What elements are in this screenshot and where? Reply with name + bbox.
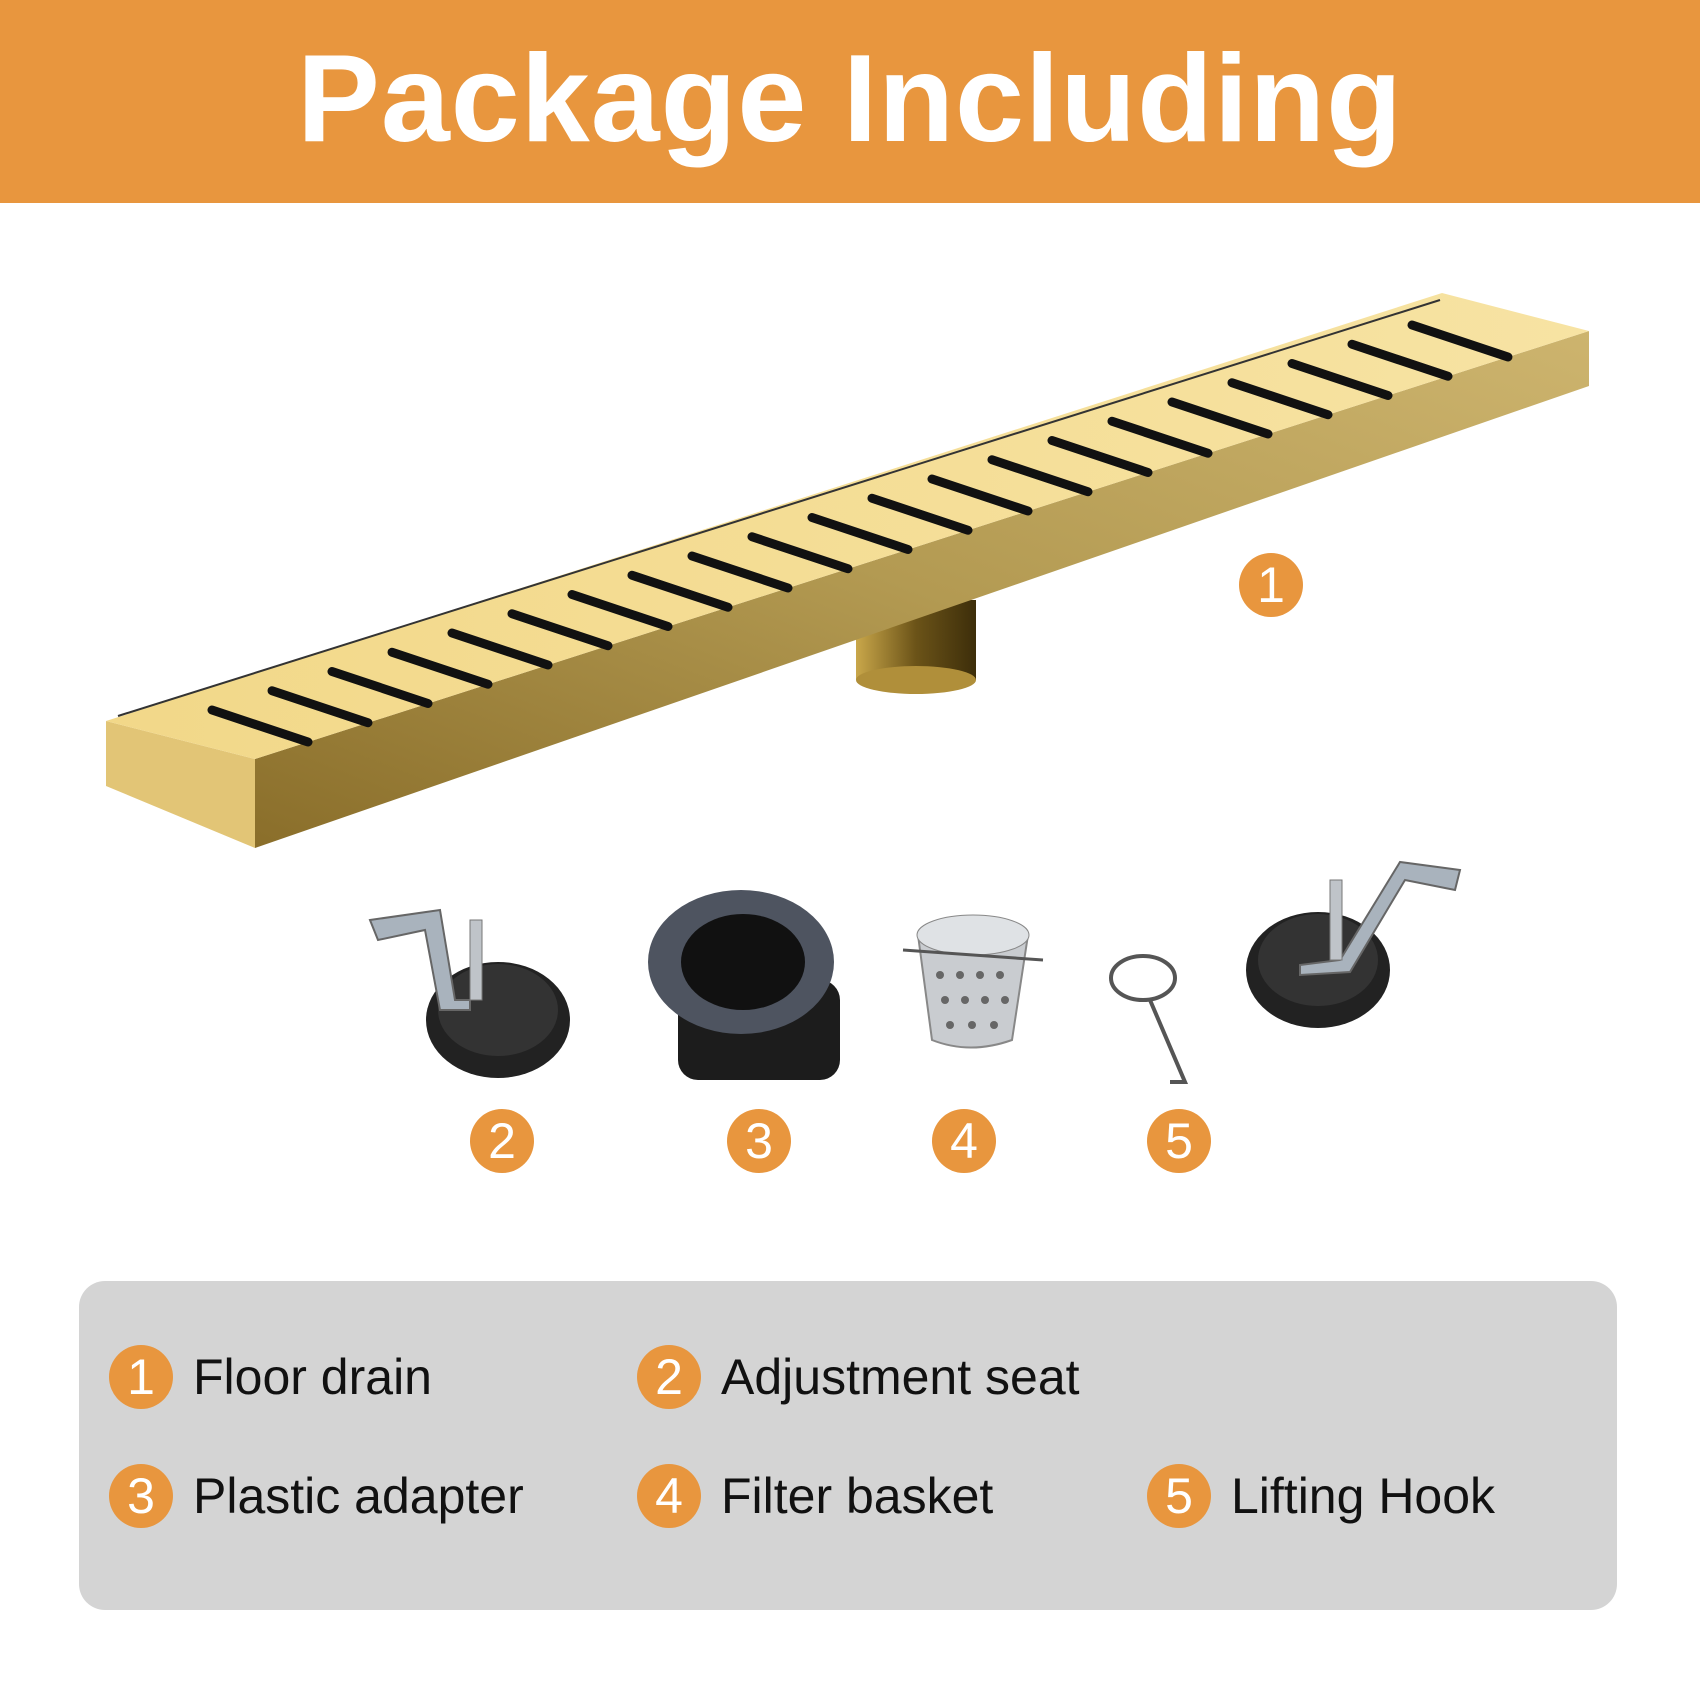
grate-slot	[927, 474, 1033, 516]
plastic-adapter	[648, 890, 840, 1080]
grate-slot	[567, 590, 673, 631]
grate-slot	[867, 493, 973, 535]
legend-number: 4	[637, 1464, 701, 1528]
product-illustration	[106, 293, 1589, 1084]
legend-label: Lifting Hook	[1231, 1468, 1496, 1524]
legend-item: 1 Floor drain	[109, 1345, 432, 1409]
legend-item: 2 Adjustment seat	[637, 1345, 1080, 1409]
grate-slot	[1227, 378, 1333, 420]
grate-slot	[507, 609, 613, 651]
grate-slot	[807, 513, 913, 554]
legend-number: 1	[109, 1345, 173, 1409]
legend-number: 3	[109, 1464, 173, 1528]
legend-number: 5	[1147, 1464, 1211, 1528]
grate-slot	[207, 705, 313, 747]
legend-label: Adjustment seat	[721, 1349, 1080, 1405]
legend-item: 4 Filter basket	[637, 1464, 993, 1528]
badge-filter-basket: 4	[932, 1109, 996, 1173]
grate-slot	[987, 455, 1093, 497]
floor-drain	[106, 293, 1589, 848]
header-banner: Package Including	[0, 0, 1700, 203]
legend-number: 2	[637, 1345, 701, 1409]
grate-slot	[267, 686, 373, 728]
grate-slot	[1167, 397, 1273, 439]
legend-label: Floor drain	[193, 1349, 432, 1405]
grate-slot	[327, 667, 433, 708]
legend-label: Plastic adapter	[193, 1468, 524, 1524]
grate-slot	[1347, 339, 1453, 381]
legend-item: 5 Lifting Hook	[1147, 1464, 1495, 1528]
lifting-hook	[1109, 954, 1189, 1084]
grate-slot	[687, 551, 793, 593]
badge-floor-drain: 1	[1239, 553, 1303, 617]
grate-slot	[747, 532, 853, 574]
badge-plastic-adapter: 3	[727, 1109, 791, 1173]
grate-slot	[1407, 320, 1513, 362]
grate-slot	[1047, 436, 1153, 477]
adjustment-seat-right	[1246, 860, 1462, 1028]
grate-slot	[447, 628, 553, 670]
badge-lifting-hook: 5	[1147, 1109, 1211, 1173]
page-title: Package Including	[297, 29, 1403, 168]
badge-adjustment-seat: 2	[470, 1109, 534, 1173]
legend-item: 3 Plastic adapter	[109, 1464, 524, 1528]
grate-slot	[1107, 416, 1213, 458]
legend-label: Filter basket	[721, 1468, 994, 1524]
adjustment-seat-left	[368, 908, 570, 1078]
legend-panel	[79, 1281, 1617, 1610]
grate-slot	[627, 570, 733, 612]
grate-slot	[387, 647, 493, 689]
grate-slot	[1287, 359, 1393, 400]
filter-basket	[902, 914, 1044, 1049]
